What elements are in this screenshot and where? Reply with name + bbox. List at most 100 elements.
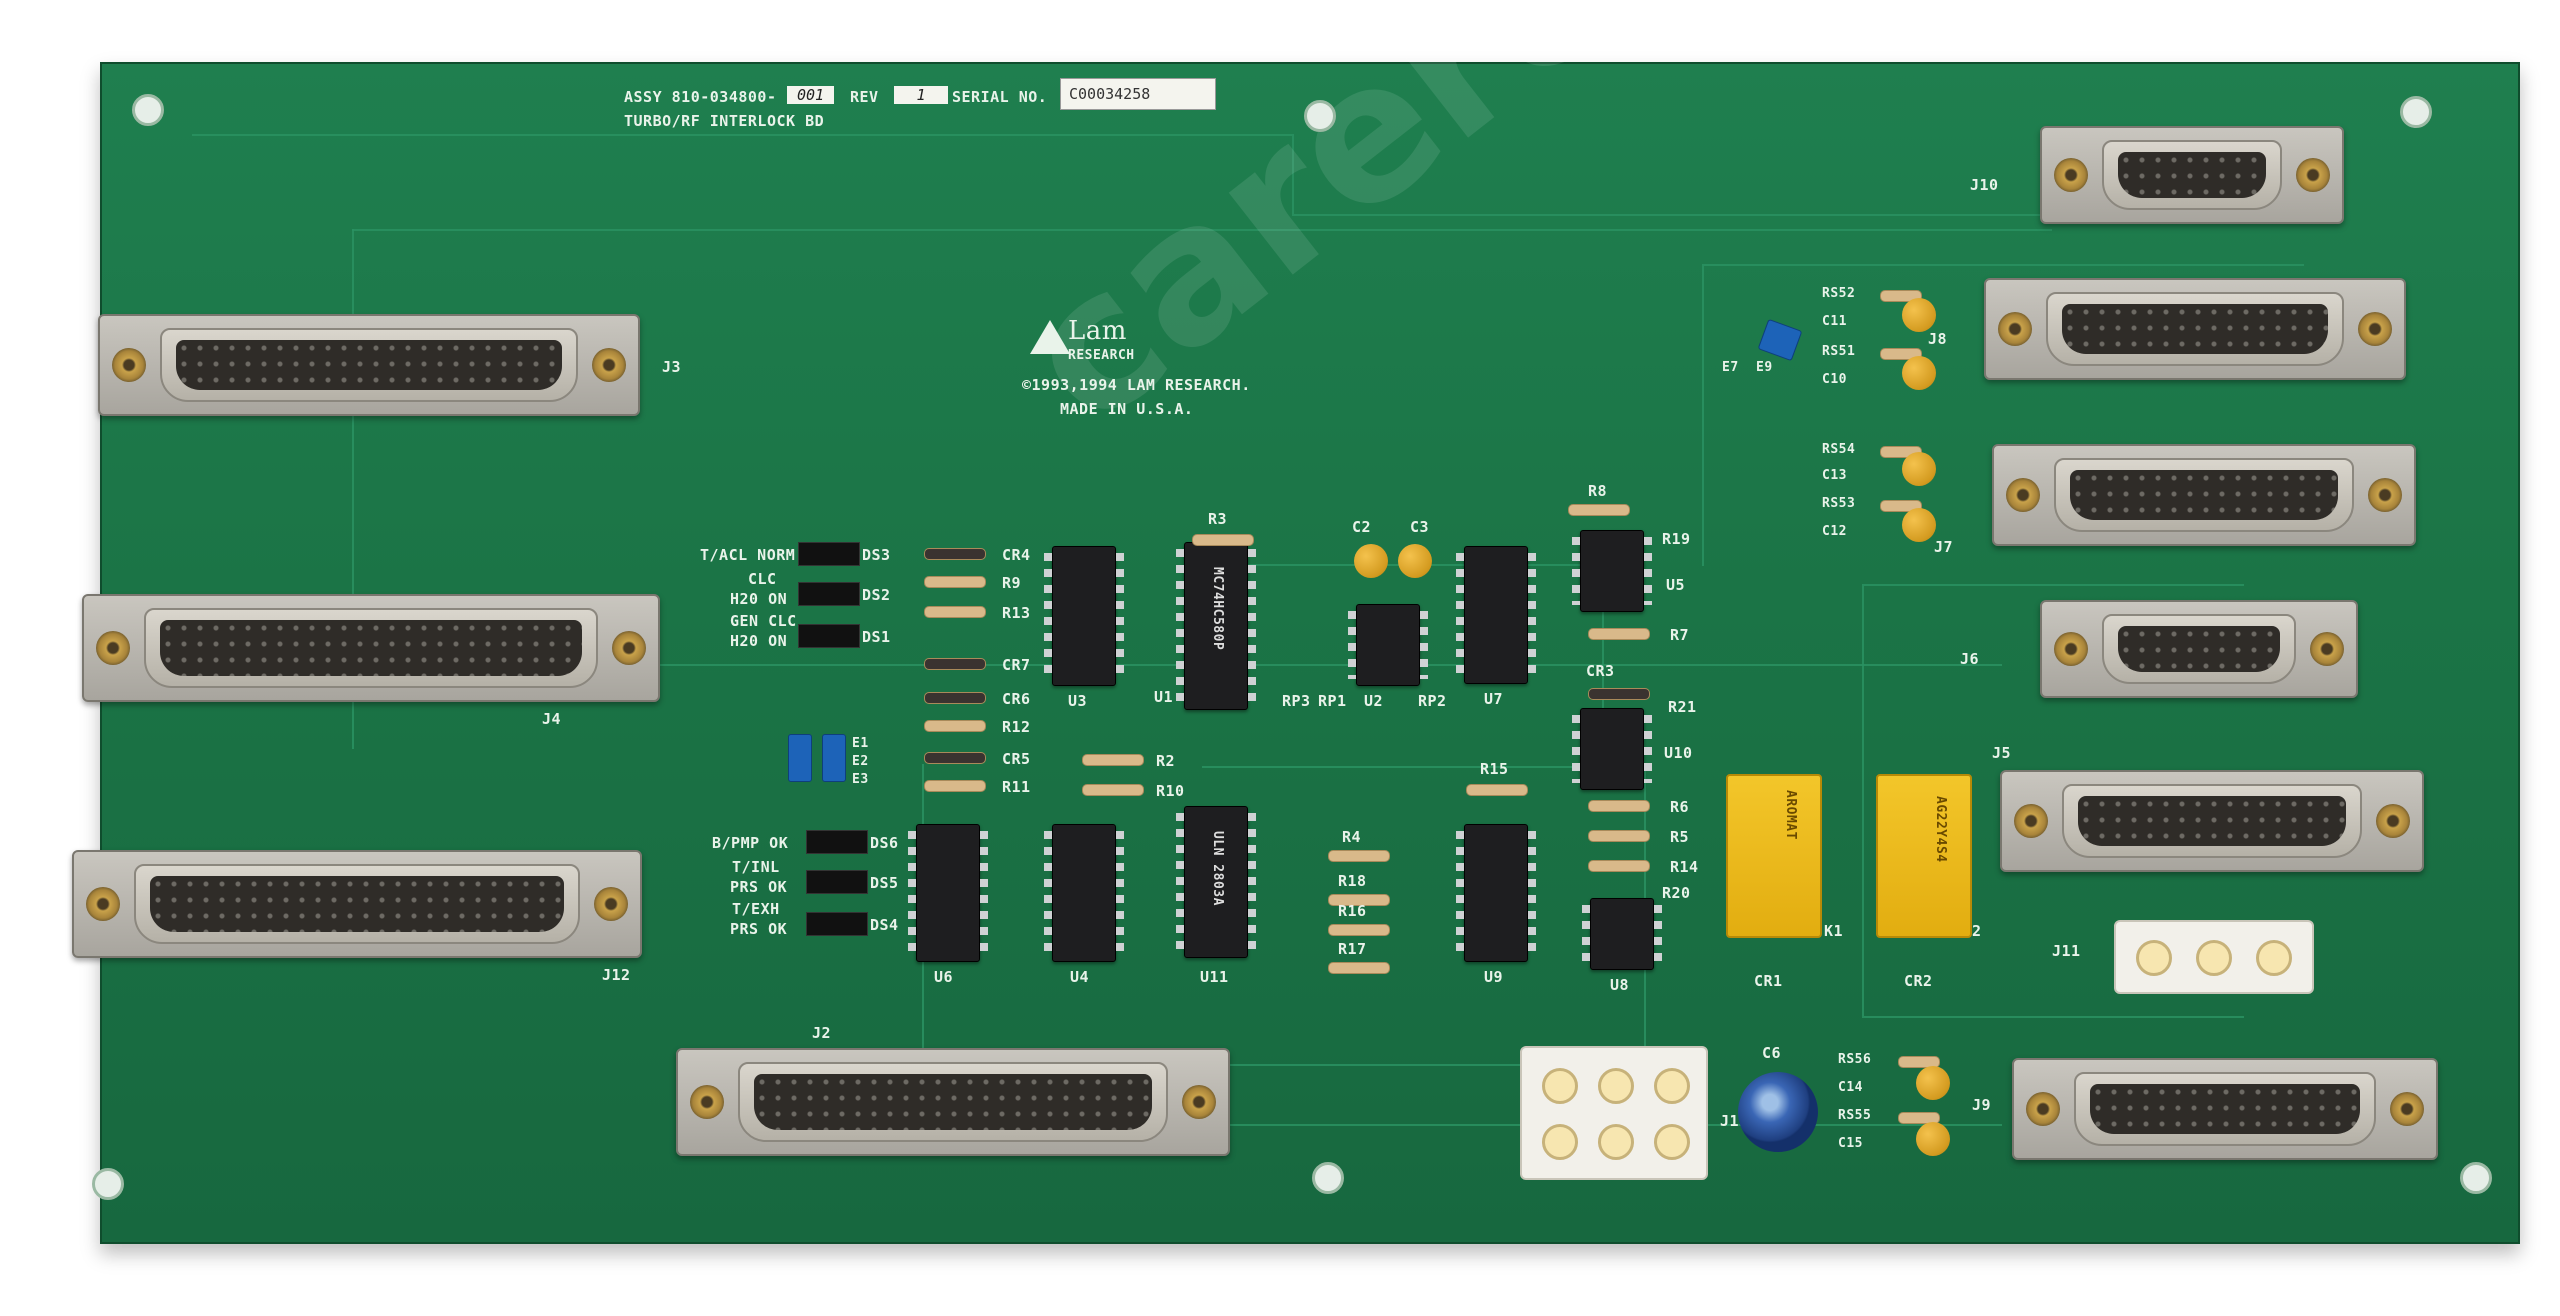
label-r5: R5 [1670,828,1690,846]
label-ds1-text-b: H20 ON [730,632,788,650]
resistor-rs56 [1885,1056,1953,1068]
label-u10: U10 [1664,744,1693,762]
label-e2: E2 [852,754,869,769]
label-r13: R13 [1002,604,1031,622]
label-j10: J10 [1970,176,1999,194]
jumper-e2[interactable] [822,734,846,782]
led-ds6 [806,830,868,854]
resistor-r10 [1069,784,1157,796]
label-rp3: RP3 [1282,692,1311,710]
mounting-hole [1312,1162,1344,1194]
label-r20: R20 [1662,884,1691,902]
connector-j11[interactable] [2114,920,2314,994]
resistor-r2 [1069,754,1157,766]
label-j3: J3 [662,358,682,376]
resistor-r4 [1315,850,1403,862]
label-cr7: CR7 [1002,656,1031,674]
capacitor-c12 [1902,508,1936,542]
capacitor-c15 [1916,1122,1950,1156]
mounting-hole [1304,100,1336,132]
label-ds1: DS1 [862,628,891,646]
label-e1: E1 [852,736,869,751]
resistor-r7 [1575,628,1663,640]
capacitor-c13 [1902,452,1936,486]
label-ds2-text-b: H20 ON [730,590,788,608]
trace [352,229,504,749]
label-r4: R4 [1342,828,1362,846]
connector-j9-sub[interactable] [2012,1058,2438,1160]
mounting-hole [132,94,164,126]
connector-j1[interactable] [1520,1046,1708,1180]
connector-j3[interactable] [98,314,640,416]
label-ds3-text: T/ACL NORM [700,546,796,564]
label-j9: J9 [1972,1096,1992,1114]
trace [1702,264,2304,566]
ic-u1: MC74HC580P [1176,542,1256,710]
label-k2: 2 [1972,922,1982,940]
connector-j12[interactable] [72,850,642,958]
label-c15: C15 [1838,1136,1863,1151]
connector-j4[interactable] [82,594,660,702]
capacitor-c6 [1738,1072,1818,1152]
circuit-board: careres ASSY 810-034800- 001 REV 1 SERIA… [72,0,2520,1244]
resistor-r6 [1575,800,1663,812]
capacitor-c10 [1902,356,1936,390]
label-j7: J7 [1934,538,1954,556]
connector-j7[interactable] [1992,444,2416,546]
connector-j5[interactable] [2000,770,2424,872]
label-r3: R3 [1208,510,1228,528]
label-k1: K1 [1824,922,1844,940]
label-j1: J1 [1720,1112,1740,1130]
label-cr4: CR4 [1002,546,1031,564]
trace [192,134,1292,136]
label-rs53: RS53 [1822,496,1856,511]
ic-u9 [1456,824,1536,962]
label-u9: U9 [1484,968,1504,986]
label-c12: C12 [1822,524,1847,539]
label-u7: U7 [1484,690,1504,708]
made-in-text: MADE IN U.S.A. [1060,400,1194,418]
label-ds4-text-b: PRS OK [730,920,788,938]
mounting-hole [2400,96,2432,128]
label-c10: C10 [1822,372,1847,387]
label-j5: J5 [1992,744,2012,762]
connector-j2[interactable] [676,1048,1230,1156]
serial-label: SERIAL NO. [952,88,1048,106]
label-rs51: RS51 [1822,344,1856,359]
label-r12: R12 [1002,718,1031,736]
ic-u2 [1348,604,1428,686]
connector-j8[interactable] [1984,278,2406,380]
label-ds1-text-a: GEN CLC [730,612,797,630]
led-ds5 [806,870,868,894]
label-j4: J4 [542,710,562,728]
resistor-r17 [1315,962,1403,974]
connector-j6[interactable] [2040,600,2358,698]
relay-k1: AROMAT [1726,774,1822,938]
logo-brand: Lam [1068,316,1127,346]
label-c13: C13 [1822,468,1847,483]
serial-number-sticker: C00034258 [1060,78,1216,110]
resistor-r9 [911,576,999,588]
label-cr5: CR5 [1002,750,1031,768]
jumper-e1[interactable] [788,734,812,782]
label-ds5-text-b: PRS OK [730,878,788,896]
diode-cr4 [911,548,999,560]
resistor-r21 [1575,688,1663,700]
ic-u3 [1044,546,1124,686]
label-c14: C14 [1838,1080,1863,1095]
label-j2: J2 [812,1024,832,1042]
label-r21: R21 [1668,698,1697,716]
label-rp2: RP2 [1418,692,1447,710]
label-r2: R2 [1156,752,1176,770]
resistor-r8 [1555,504,1643,516]
connector-j10[interactable] [2040,126,2344,224]
label-rs52: RS52 [1822,286,1856,301]
label-ds5-text-a: T/INL [732,858,780,876]
resistor-r16 [1315,924,1403,936]
label-c6: C6 [1762,1044,1782,1062]
label-j12: J12 [602,966,631,984]
label-r19: R19 [1662,530,1691,548]
label-ds6-text: B/PMP OK [712,834,789,852]
led-ds2 [798,582,860,606]
label-ds4: DS4 [870,916,899,934]
